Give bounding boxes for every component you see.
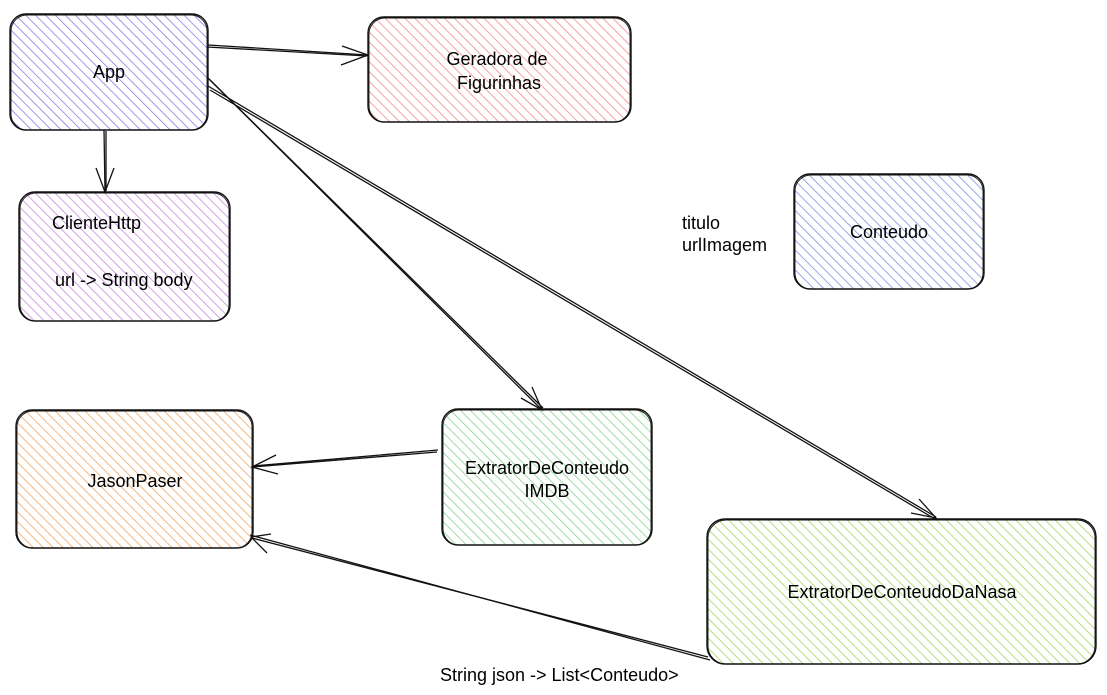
node-extrator-imdb[interactable]: ExtratorDeConteudo IMDB <box>441 408 653 546</box>
parser-signature-label: String json -> List<Conteudo> <box>440 665 679 685</box>
edge-app-to-cliente-http <box>95 129 115 194</box>
node-jason-paser[interactable]: JasonPaser <box>15 409 254 549</box>
node-extrator-nasa-label: ExtratorDeConteudoDaNasa <box>787 582 1017 602</box>
conteudo-field-titulo: titulo <box>682 213 720 233</box>
node-cliente-http-title: ClienteHttp <box>52 213 141 233</box>
node-geradora-de-figurinhas[interactable]: Geradora de Figurinhas <box>367 16 632 123</box>
node-cliente-http-signature: url -> String body <box>55 270 193 290</box>
node-jason-paser-label: JasonPaser <box>87 471 182 491</box>
node-app[interactable]: App <box>9 13 209 131</box>
node-cliente-http[interactable]: ClienteHttp url -> String body <box>18 191 231 322</box>
node-geradora-label-line-2: Figurinhas <box>457 73 541 93</box>
node-app-label: App <box>93 62 125 82</box>
edge-app-to-geradora <box>206 44 370 66</box>
node-extrator-imdb-label-line-2: IMDB <box>525 481 570 501</box>
conteudo-field-urlimagem: urlImagem <box>682 235 767 255</box>
node-extrator-imdb-label-line-1: ExtratorDeConteudo <box>465 458 629 478</box>
edge-imdb-to-jason-paser <box>250 449 439 475</box>
edge-app-to-extrator-nasa <box>207 85 938 520</box>
node-conteudo[interactable]: Conteudo <box>793 173 985 290</box>
edge-app-to-extrator-imdb <box>207 77 544 412</box>
node-conteudo-label: Conteudo <box>850 222 928 242</box>
edge-nasa-to-jason-paser <box>249 533 711 661</box>
node-geradora-label-line-1: Geradora de <box>446 49 547 69</box>
edges <box>95 44 938 661</box>
node-extrator-nasa[interactable]: ExtratorDeConteudoDaNasa <box>706 518 1097 665</box>
